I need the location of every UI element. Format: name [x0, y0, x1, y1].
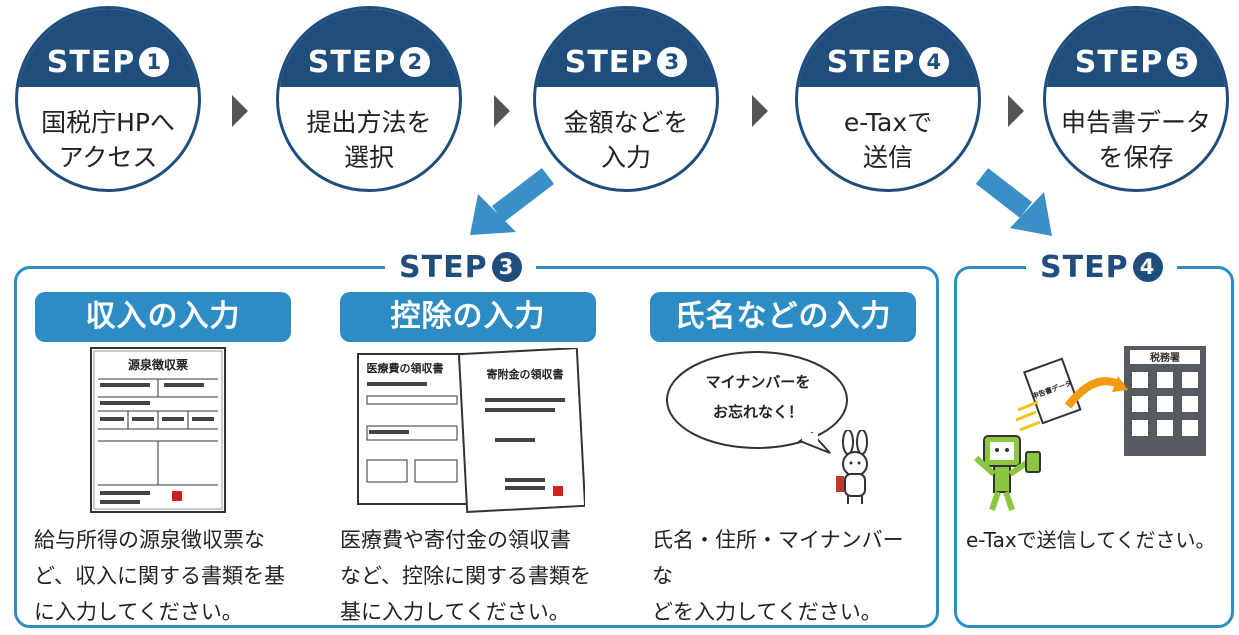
step-text-line: 入力: [600, 143, 651, 172]
step-cap: [18, 9, 198, 87]
step-number-badge: 2: [400, 47, 431, 77]
deduction-input-description: 医療費や寄付金の領収書 など、控除に関する書類を 基に入力してください。: [340, 522, 610, 630]
step-cap: [1046, 9, 1226, 87]
step-text-line: 申告書データ: [1060, 108, 1211, 137]
next-triangle-icon: [1008, 95, 1024, 127]
donation-receipt-title: 寄附金の領収書: [487, 367, 564, 381]
step-number-badge: 4: [1132, 252, 1163, 282]
step-number-badge: 5: [1167, 47, 1198, 77]
description-line: に入力してください。: [34, 600, 243, 624]
description-line: 給与所得の源泉徴収票な: [34, 528, 265, 552]
speech-bubble-illustration: [666, 351, 848, 454]
bubble-line: お忘れなく！: [712, 403, 803, 421]
next-triangle-icon: [494, 95, 510, 127]
next-triangle-icon: [752, 95, 768, 127]
speech-bubble-text: マイナンバーを お忘れなく！: [678, 367, 838, 427]
tax-return-document-icon: 申告書データ: [1023, 357, 1082, 425]
next-triangle-icon: [232, 95, 248, 127]
etax-send-illustration: 税務署 申告書データ: [974, 346, 1206, 511]
connector-arrows: [470, 168, 1052, 236]
step-text: e-Taxで 送信: [804, 105, 972, 175]
deduction-input-heading: 控除の入力: [340, 292, 596, 342]
description-line: どを入力してください。: [652, 600, 882, 624]
step-text: 国税庁HPへ アクセス: [24, 105, 192, 175]
etax-mascot-icon: [974, 435, 1041, 511]
withholding-slip-title: 源泉徴収票: [128, 357, 188, 372]
step-text-line: 金額などを: [563, 108, 689, 137]
step-cap: [279, 9, 459, 87]
step-number-badge: 3: [657, 47, 688, 77]
income-input-heading: 収入の入力: [35, 292, 291, 342]
step-number-badge: 4: [919, 47, 950, 77]
medical-receipt-title: 医療費の領収書: [367, 361, 444, 375]
description-line: 氏名・住所・マイナンバーな: [652, 528, 904, 588]
arrow-to-step3-panel-icon: [470, 168, 555, 235]
step-text-line: アクセス: [58, 143, 158, 172]
description-line: など、控除に関する書類を: [340, 564, 591, 588]
step-text: 提出方法を 選択: [285, 105, 453, 175]
withholding-slip-illustration: 源泉徴収票: [90, 347, 226, 513]
step-text-line: を保存: [1098, 143, 1174, 172]
step-number-badge: 3: [491, 252, 522, 282]
arrow-to-step4-panel-icon: [975, 168, 1052, 236]
etax-send-description: e-Taxで送信してください。: [966, 528, 1216, 552]
receipts-illustration: 医療費の領収書 寄附金の領収書: [357, 348, 585, 513]
step-text-line: e-Taxで: [843, 108, 933, 137]
step-text-line: 選択: [343, 143, 394, 172]
step-text: 金額などを 入力: [542, 105, 710, 175]
name-input-description: 氏名・住所・マイナンバーな どを入力してください。: [652, 522, 922, 630]
bubble-line: マイナンバーを: [705, 373, 811, 391]
step-text-line: 提出方法を: [306, 108, 432, 137]
step-text-line: 送信: [862, 143, 913, 172]
step-text-line: 国税庁HPへ: [41, 108, 175, 137]
description-line: ど、収入に関する書類を基: [34, 564, 285, 588]
step-cap: [798, 9, 978, 87]
rabbit-mascot-icon: [836, 430, 868, 504]
description-line: 基に入力してください。: [340, 600, 570, 624]
description-line: 医療費や寄付金の領収書: [340, 528, 571, 552]
name-input-heading: 氏名などの入力: [650, 292, 916, 342]
step-number-badge: 1: [139, 47, 170, 77]
step-cap: [536, 9, 716, 87]
step-text: 申告書データ を保存: [1052, 105, 1220, 175]
tax-office-label: 税務署: [1150, 351, 1180, 364]
income-input-description: 給与所得の源泉徴収票な ど、収入に関する書類を基 に入力してください。: [34, 522, 304, 630]
